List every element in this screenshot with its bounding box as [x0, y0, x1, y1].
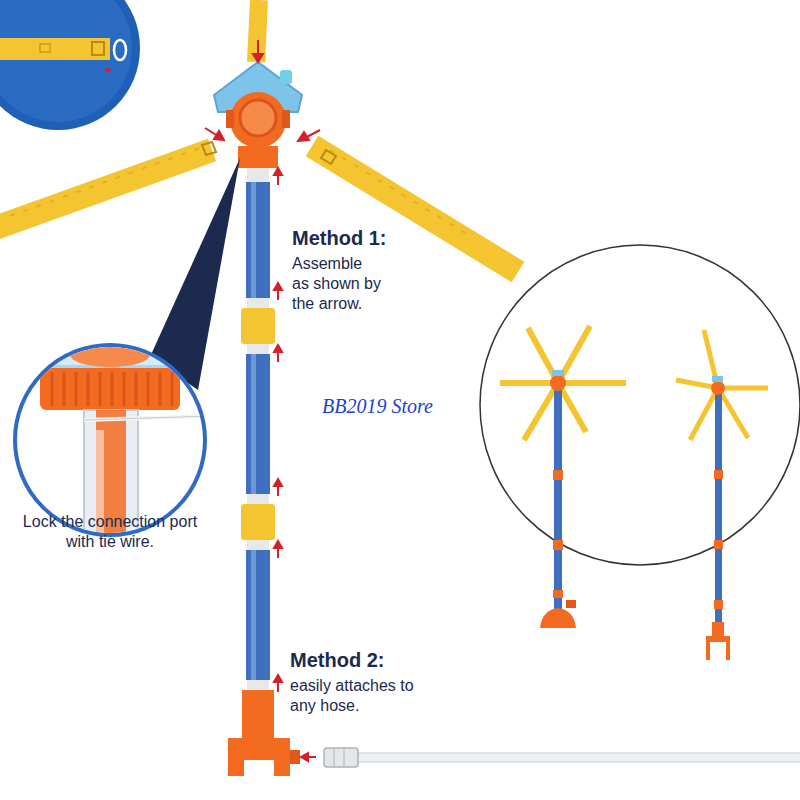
hub — [214, 62, 302, 168]
watermark: BB2019 Store — [322, 394, 433, 419]
method-body: easily attaches to any hose. — [290, 676, 415, 716]
zoom-note: Lock the connection port with tie wire. — [22, 512, 198, 552]
detail-inset — [0, 0, 140, 130]
method-body: Assemble as shown by the arrow. — [292, 254, 382, 314]
method-heading: Method 2: — [290, 648, 460, 673]
pole — [228, 168, 300, 776]
zoom-leader — [150, 158, 240, 390]
hose — [324, 748, 800, 767]
assembled-view — [480, 245, 800, 660]
method-heading: Method 1: — [292, 226, 462, 251]
